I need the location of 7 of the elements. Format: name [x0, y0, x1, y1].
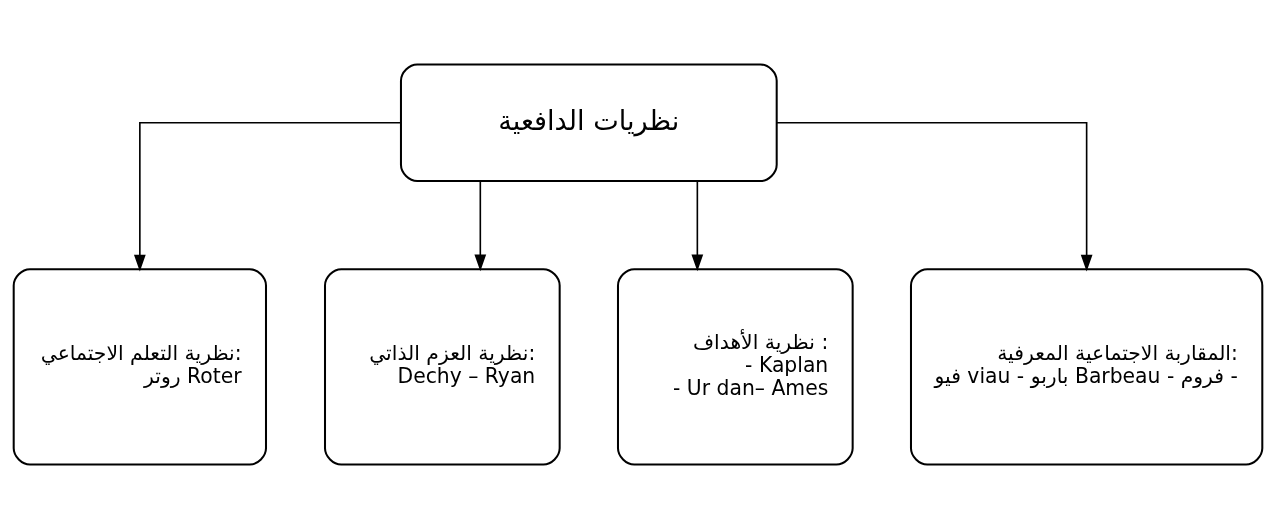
arrow [133, 121, 402, 271]
node-box: المقاربة الاجتماعية المعرفية: فيو viau - باربو Barbeau - فروم - [909, 267, 1264, 466]
node-box: نظريات الدافعية [399, 62, 778, 182]
node-box: نظرية التعلم الاجتماعي: روتر Roter [12, 267, 267, 466]
arrow [776, 121, 1093, 271]
arrow [691, 179, 704, 271]
arrow [474, 179, 487, 271]
